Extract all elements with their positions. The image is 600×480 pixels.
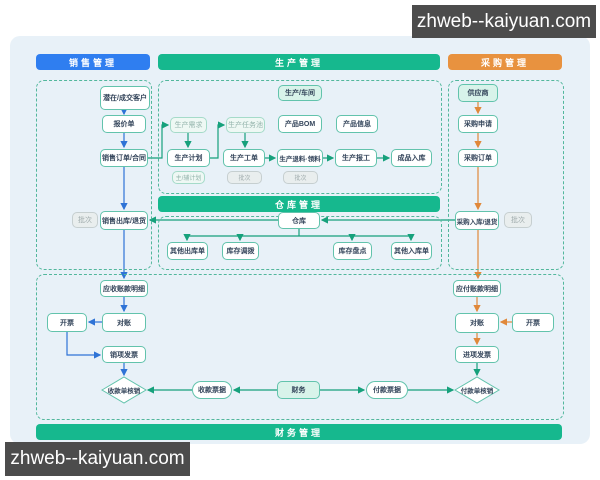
node-sales-order: 销售订单/合同 xyxy=(100,149,148,167)
node-material: 生产退料·领料 xyxy=(277,149,323,167)
node-receipt-bill: 收款票据 xyxy=(192,381,232,399)
finance-section-header: 财务管理 xyxy=(36,424,562,440)
sales-section-header: 销售管理 xyxy=(36,54,150,70)
node-work-order: 生产工单 xyxy=(223,149,265,167)
node-workshop: 生产/车间 xyxy=(278,85,322,101)
node-product-info: 产品信息 xyxy=(336,115,378,133)
node-other-out: 其他出库单 xyxy=(167,242,208,260)
purchase-section-header: 采购管理 xyxy=(448,54,562,70)
node-prod-demand: 生产需求 xyxy=(170,117,207,133)
finance-zone xyxy=(36,274,564,420)
node-finished-in: 成品入库 xyxy=(391,149,432,167)
watermark-bottom: zhweb--kaiyuan.com xyxy=(5,442,190,476)
node-invoice-left: 开票 xyxy=(47,313,87,332)
diagram-canvas: 销售管理 生产管理 采购管理 仓库管理 财务管理 潜在/成交客户 报价单 销售订… xyxy=(10,36,590,444)
node-input-invoice: 进项发票 xyxy=(455,346,499,363)
node-prod-plan: 生产计划 xyxy=(167,149,210,167)
node-receipt-writeoff: 收款单核销 xyxy=(107,388,141,395)
production-zone xyxy=(158,80,442,194)
node-reconcile-left: 对账 xyxy=(102,313,146,332)
node-batch-work-order: 批次 xyxy=(227,171,262,184)
node-batch-purchase: 批次 xyxy=(504,212,532,228)
node-other-in: 其他入库单 xyxy=(391,242,432,260)
node-stock-transfer: 库存调拨 xyxy=(222,242,259,260)
node-reporting: 生产报工 xyxy=(335,149,377,167)
node-purchase-inbound: 采购入库/退货 xyxy=(455,211,499,230)
node-purchase-order: 采购订单 xyxy=(458,149,498,167)
node-quotation: 报价单 xyxy=(102,115,146,133)
node-warehouse: 仓库 xyxy=(278,212,320,229)
node-main-aux-plan: 主/辅计划 xyxy=(172,171,205,184)
node-stock-check: 库存盘点 xyxy=(333,242,372,260)
node-reconcile-right: 对账 xyxy=(455,313,499,333)
node-supplier: 供应商 xyxy=(458,84,498,102)
node-ar-detail: 应收账款明细 xyxy=(100,280,148,297)
node-potential-customer: 潜在/成交客户 xyxy=(100,86,150,110)
purchase-zone xyxy=(448,80,564,270)
node-purchase-request: 采购申请 xyxy=(458,115,498,133)
node-product-bom: 产品BOM xyxy=(278,115,322,133)
node-payment-writeoff: 付款单核销 xyxy=(460,388,494,395)
sales-zone xyxy=(36,80,152,270)
node-payment-bill: 付款票据 xyxy=(366,381,408,399)
node-batch-material: 批次 xyxy=(283,171,318,184)
node-sales-outbound: 销售出库/退货 xyxy=(100,211,148,230)
warehouse-section-header: 仓库管理 xyxy=(158,196,440,212)
node-task-pool: 生产任务池 xyxy=(226,117,265,133)
node-invoice-right: 开票 xyxy=(512,313,554,332)
node-sales-invoice: 销项发票 xyxy=(102,346,146,363)
node-ap-detail: 应付账款明细 xyxy=(453,280,501,297)
node-batch-sales: 批次 xyxy=(72,212,98,228)
watermark-top: zhweb--kaiyuan.com xyxy=(412,5,596,38)
node-finance: 财务 xyxy=(277,381,320,399)
production-section-header: 生产管理 xyxy=(158,54,440,70)
